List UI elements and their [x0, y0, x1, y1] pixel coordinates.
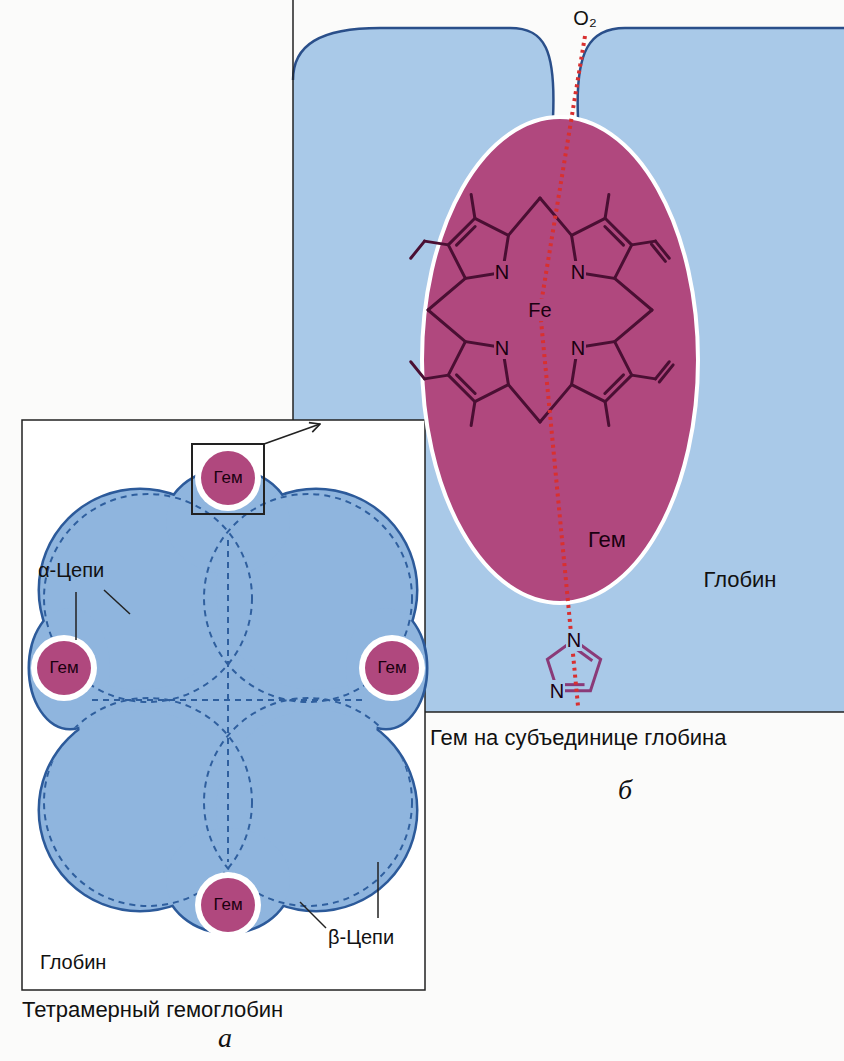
heme-group: Гем: [200, 450, 256, 506]
atom-label: N: [549, 680, 565, 702]
atom-label: N: [494, 337, 510, 359]
heme-group: Гем: [200, 877, 256, 933]
atom-label: N: [570, 261, 586, 283]
leader-line: [104, 590, 130, 614]
globin-outline: [30, 470, 426, 932]
globin-label: Глобин: [40, 951, 106, 973]
leader-line: [75, 592, 77, 640]
heme-group: Гем: [364, 640, 420, 696]
panel-caption: Тетрамерный гемоглобин: [22, 998, 283, 1022]
subunit-boundary: [44, 494, 412, 906]
globin-tetramer: [30, 470, 426, 932]
heme-label: Гем: [377, 658, 406, 678]
chain-label: α-Цепи: [38, 559, 104, 581]
zoom-arrow: [264, 424, 320, 444]
panel-caption: Гем на субъединице глобина: [430, 726, 726, 750]
heme-label: Гем: [588, 527, 626, 553]
heme-group: Гем: [420, 115, 700, 605]
leader-line: [377, 862, 379, 918]
heme-pocket: [31, 445, 425, 938]
panel-letter: а: [218, 1023, 232, 1054]
heme-group: Гем: [36, 640, 92, 696]
heme-shape: [420, 115, 700, 605]
heme-label: Гем: [49, 658, 78, 678]
panel-letter: б: [618, 775, 632, 806]
atom-label: Fe: [527, 299, 552, 321]
molecule-label: O₂: [573, 7, 596, 29]
heme-label: Гем: [213, 468, 242, 488]
globin-label: Глобин: [703, 568, 776, 592]
inset-frame: [192, 444, 264, 514]
globin-outline: [293, 28, 844, 118]
heme-label: Гем: [213, 895, 242, 915]
atom-label: N: [494, 261, 510, 283]
atom-label: N: [566, 629, 582, 651]
panel-frame: [22, 420, 425, 990]
leader-line: [300, 902, 326, 928]
atom-label: N: [570, 337, 586, 359]
chain-label: β-Цепи: [328, 926, 394, 948]
